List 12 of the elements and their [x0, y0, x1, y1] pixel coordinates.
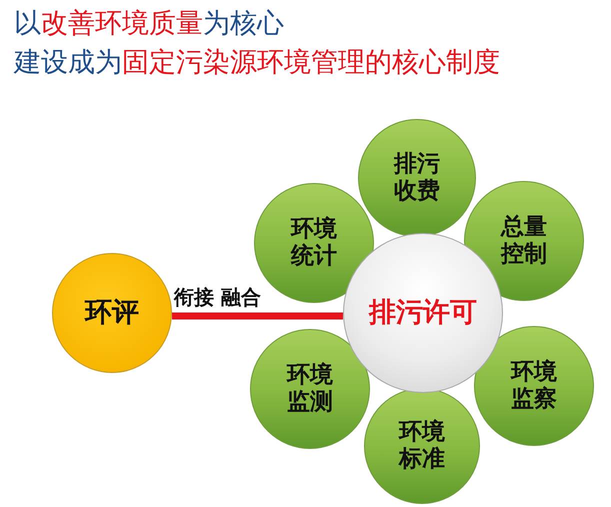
node-label: 环境监测	[285, 362, 334, 416]
node-label: 环境监察	[509, 359, 558, 413]
node-label: 总量控制	[499, 214, 548, 268]
node-label: 环境统计	[289, 216, 338, 270]
subtitle: 建设成为固定污染源环境管理的核心制度	[14, 46, 500, 80]
node-label: 排污收费	[392, 151, 441, 205]
node-label: 环境标准	[397, 419, 446, 473]
edge-label: 衔接 融合	[174, 285, 261, 309]
node-label: 环评	[85, 297, 139, 329]
connector-line	[172, 312, 343, 320]
title: 以改善环境质量为核心	[14, 7, 284, 41]
node-label: 排污许可	[369, 297, 477, 329]
